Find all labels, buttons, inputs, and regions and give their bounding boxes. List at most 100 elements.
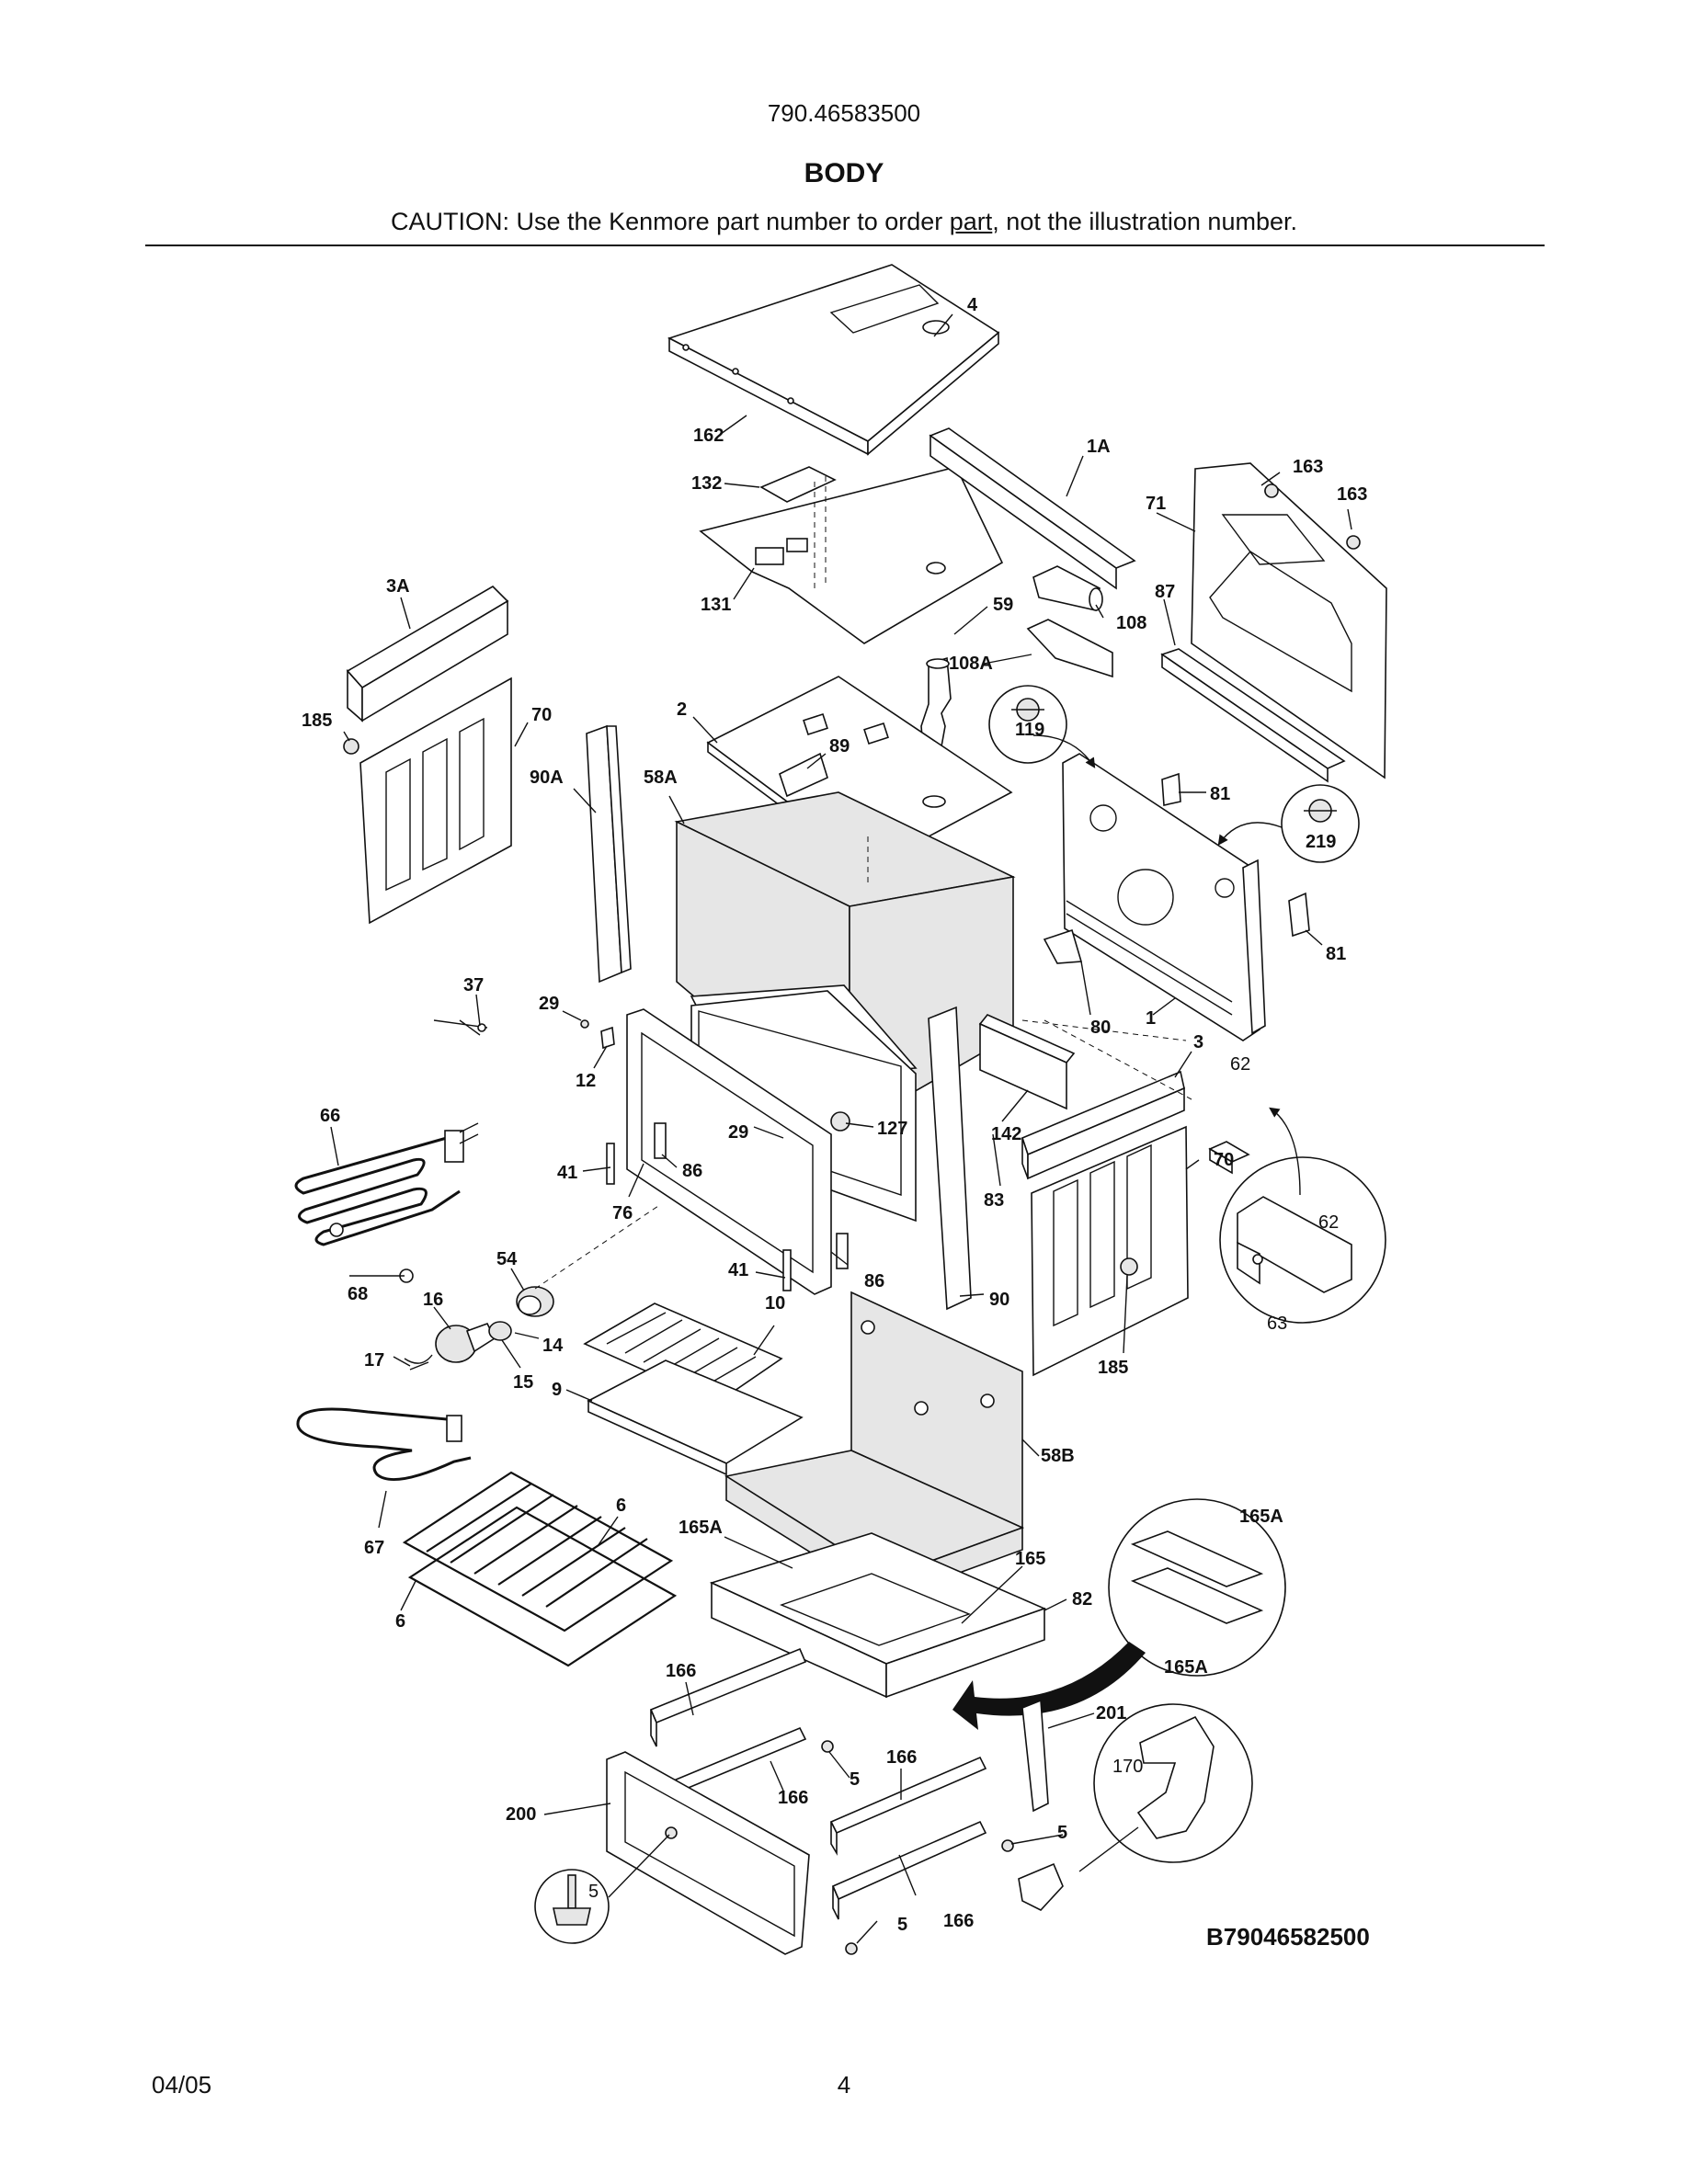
side-bracket-201 [1021, 1699, 1049, 1813]
bracket-plate-132 [759, 466, 837, 503]
bottom-frame-165 [709, 1532, 1047, 1699]
bracket-108A [1026, 619, 1113, 678]
callout-58A: 58A [644, 768, 678, 788]
caution-note: CAUTION: Use the Kenmore part number to … [0, 208, 1688, 236]
callout-83: 83 [984, 1190, 1004, 1211]
callout-14: 14 [542, 1336, 564, 1356]
callout-5-b: 5 [1057, 1823, 1067, 1843]
callout-9: 9 [552, 1380, 562, 1400]
section-title: BODY [804, 158, 884, 188]
callout-70-left: 70 [531, 705, 552, 725]
pointer-arrow-165A [952, 1642, 1146, 1730]
callout-5-d: 5 [897, 1915, 907, 1935]
oven-rack-6-upper [402, 1471, 674, 1632]
side-bracket-3A [346, 585, 509, 722]
callout-219: 219 [1306, 832, 1336, 852]
callout-29-a: 29 [539, 994, 559, 1014]
callout-37: 37 [463, 975, 484, 995]
callout-17: 17 [364, 1350, 384, 1371]
callout-142: 142 [991, 1124, 1021, 1144]
callout-1A: 1A [1087, 437, 1111, 457]
callout-63: 63 [1267, 1314, 1287, 1334]
callout-87: 87 [1155, 582, 1175, 602]
callout-166-b: 166 [778, 1788, 808, 1808]
callout-89: 89 [829, 736, 850, 756]
callout-165A-detail-top: 165A [1239, 1507, 1283, 1527]
callout-80: 80 [1090, 1018, 1111, 1038]
callout-68: 68 [348, 1284, 368, 1304]
callout-162: 162 [693, 426, 724, 446]
light-socket-14 [488, 1321, 512, 1341]
detail-view-119 [988, 685, 1067, 764]
callout-76: 76 [612, 1203, 633, 1223]
screw-29 [580, 1019, 589, 1029]
callout-166-a: 166 [666, 1661, 696, 1681]
callout-119: 119 [1015, 720, 1044, 740]
bracket-68 [329, 1223, 414, 1283]
detail-view-leveling-leg [534, 1869, 610, 1944]
kick-panel-200 [606, 1751, 810, 1955]
side-panel-70-right [1031, 1125, 1189, 1377]
base-bracket-166-right-upper [829, 1756, 987, 1856]
callout-108A: 108A [949, 654, 993, 674]
callout-1: 1 [1146, 1008, 1156, 1029]
callout-41-a: 41 [557, 1163, 577, 1183]
callout-5-a: 5 [850, 1769, 860, 1790]
callout-82: 82 [1072, 1589, 1092, 1610]
callout-3: 3 [1193, 1032, 1203, 1052]
socket-12 [600, 1026, 615, 1050]
callout-3A: 3A [386, 576, 410, 597]
callout-71: 71 [1146, 494, 1166, 514]
bracket-108 [1032, 565, 1103, 611]
callout-81-upper: 81 [1210, 784, 1230, 804]
callout-108: 108 [1116, 613, 1146, 633]
rear-rail-87 [1160, 648, 1346, 783]
light-bulb-16 [435, 1323, 496, 1363]
callout-2: 2 [677, 700, 687, 720]
callout-67: 67 [364, 1538, 384, 1558]
bracket-142 [978, 1014, 1076, 1110]
side-trim-83 [928, 1006, 972, 1311]
leader-lines [330, 313, 1352, 1944]
callout-165: 165 [1015, 1549, 1045, 1569]
callout-170: 170 [1112, 1757, 1143, 1777]
callout-132: 132 [691, 473, 722, 494]
leveling-leg-5 [665, 1740, 1014, 1955]
detail-view-219 [1281, 784, 1360, 863]
diagram-code: B79046582500 [1206, 1923, 1370, 1951]
terminal-block-62 [1208, 1141, 1250, 1175]
callout-70-right: 70 [1214, 1150, 1234, 1170]
callout-90: 90 [989, 1290, 1009, 1310]
rear-wall-1 [1062, 753, 1266, 1041]
callout-166-c: 166 [886, 1747, 917, 1768]
light-lens-54 [516, 1286, 554, 1317]
base-bracket-166-right-lower [831, 1820, 987, 1920]
callout-5-c: 5 [588, 1882, 599, 1902]
model-number: 790.46583500 [767, 99, 921, 127]
callout-54: 54 [496, 1249, 518, 1269]
footer-date: 04/05 [152, 2071, 212, 2099]
callout-90A: 90A [530, 768, 564, 788]
wire-17 [404, 1354, 433, 1371]
callout-166-d: 166 [943, 1911, 974, 1931]
hinge-receivers [606, 1122, 849, 1291]
callout-62-b: 62 [1318, 1212, 1339, 1233]
grommet-163 [1264, 483, 1361, 550]
caution-text-underlined: part [949, 208, 993, 235]
detail-view-165A [1108, 1498, 1286, 1677]
callout-185-right: 185 [1098, 1358, 1128, 1378]
front-rail-1A [929, 427, 1136, 590]
thermostat-bulb-127 [830, 1111, 850, 1132]
callout-41-b: 41 [728, 1260, 748, 1280]
grommet-185-left [343, 738, 359, 755]
caution-text-after: , not the illustration number. [992, 208, 1297, 235]
callout-131: 131 [701, 595, 731, 615]
callout-127: 127 [877, 1119, 907, 1139]
callout-16: 16 [423, 1290, 443, 1310]
grommet-185-right [1120, 1257, 1138, 1276]
callout-86-a: 86 [682, 1161, 702, 1181]
door-frame-76 [626, 1008, 832, 1295]
callout-201: 201 [1096, 1703, 1126, 1723]
callout-62-a: 62 [1230, 1054, 1250, 1075]
